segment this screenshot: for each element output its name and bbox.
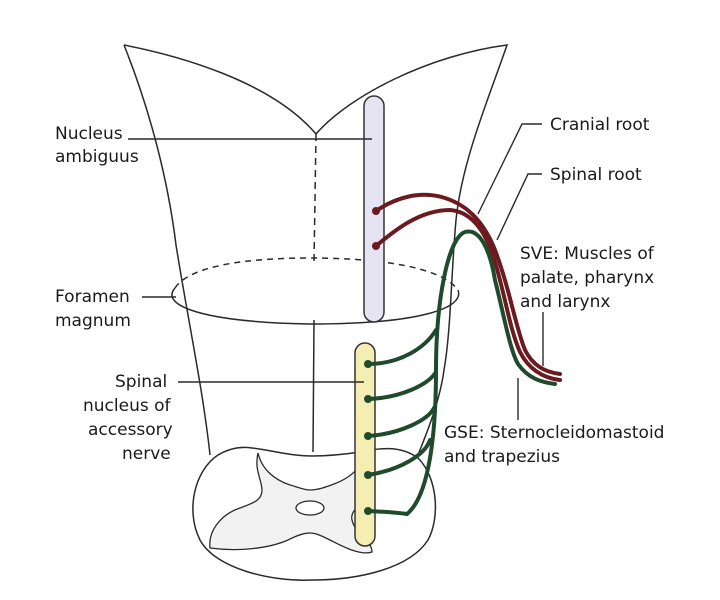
leader-cranial-root (477, 123, 542, 215)
label-sve-2: palate, pharynx (520, 268, 654, 288)
label-spinal-root: Spinal root (550, 165, 642, 185)
spinal-fibre-1 (366, 328, 438, 366)
cranial-fibre-dot-1 (372, 207, 380, 215)
spinal-root-fibres (364, 229, 557, 516)
label-gse-2: and trapezius (444, 447, 560, 467)
central-canal (295, 500, 325, 516)
label-spinal-nucleus-3: accessory (88, 420, 173, 440)
foramen-magnum-back (174, 257, 459, 291)
label-spinal-nucleus-2: nucleus of (83, 396, 172, 416)
midline-solid (312, 319, 315, 453)
label-gse-1: GSE: Sternocleidomastoid (444, 423, 664, 443)
brainstem-outline (123, 44, 509, 456)
midline-dashed (313, 133, 317, 263)
spinal-fibre-dot-2 (364, 395, 372, 403)
spinal-fibre-2 (366, 370, 438, 401)
spinal-fibre-dot-4 (364, 471, 372, 479)
spinal-fibre-5 (366, 509, 409, 516)
cranial-root-fibres (372, 192, 562, 382)
label-foramen-magnum-2: magnum (55, 311, 131, 331)
cranial-fibre-upper (374, 192, 562, 376)
spinal-fibre-4 (366, 438, 432, 477)
label-nucleus-ambiguus-2: ambiguus (55, 147, 139, 167)
spinal-nucleus-accessory (354, 342, 376, 547)
leader-spinal-root (496, 173, 542, 241)
spinal-fibre-3 (366, 406, 436, 438)
spinal-fibre-dot-5 (364, 507, 372, 515)
foramen-magnum-front (171, 287, 460, 325)
label-nucleus-ambiguus-1: Nucleus (55, 124, 123, 144)
grey-matter (209, 449, 375, 554)
label-sve-3: and larynx (520, 292, 610, 312)
spinal-fibre-dot-3 (364, 432, 372, 440)
label-spinal-nucleus-1: Spinal (115, 372, 167, 392)
label-foramen-magnum-1: Foramen (55, 287, 130, 307)
label-sve-1: SVE: Muscles of (520, 244, 655, 264)
label-spinal-nucleus-4: nerve (122, 444, 171, 464)
cranial-fibre-dot-2 (372, 242, 380, 250)
spinal-trunk (405, 229, 557, 516)
cranial-fibre-lower (374, 207, 562, 382)
spinal-cord-section (192, 446, 437, 581)
label-cranial-root: Cranial root (550, 115, 650, 135)
spinal-fibre-dot-1 (364, 360, 372, 368)
